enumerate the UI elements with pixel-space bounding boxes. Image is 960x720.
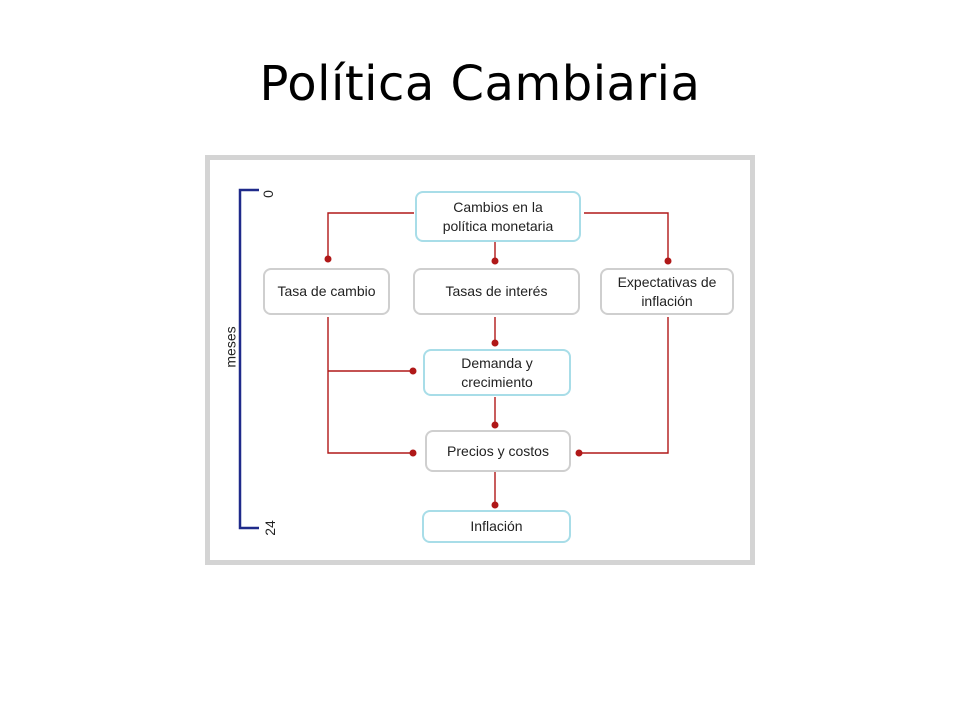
timeline-start-label: 0 [259, 190, 276, 198]
timeline-unit-label: meses [222, 326, 239, 368]
node-interest-rates: Tasas de interés [413, 268, 580, 315]
node-monetary-policy: Cambios en la política monetaria [415, 191, 581, 242]
node-prices-costs-label: Precios y costos [447, 442, 549, 459]
arrow-dot [324, 255, 332, 263]
arrow-dot [491, 257, 499, 265]
node-monetary-policy-label: Cambios en la política monetaria [442, 198, 554, 234]
node-interest-rates-label: Tasas de interés [445, 283, 548, 299]
node-inflation-label: Inflación [470, 518, 523, 534]
arrow-dot [491, 421, 499, 429]
arrow-dot [491, 501, 499, 509]
node-prices-costs: Precios y costos [425, 430, 571, 472]
arrow-dot [491, 339, 499, 347]
arrow-dot [409, 367, 417, 375]
arrow-dot [409, 449, 417, 457]
node-inflation-expectations: Expectativas de inflación [600, 268, 734, 315]
arrow-dot [575, 449, 583, 457]
node-inflation: Inflación [422, 510, 571, 543]
connector-expectations-to-prices [580, 317, 669, 454]
node-demand-growth: Demanda y crecimiento [423, 349, 571, 396]
arrow-dot [664, 257, 672, 265]
connector-policy-to-expectations [584, 212, 669, 259]
connector-policy-to-exchange [327, 212, 414, 257]
slide-title: Política Cambiaria [259, 56, 701, 112]
node-exchange-rate: Tasa de cambio [263, 268, 390, 315]
timeline-end-label: 24 [261, 520, 278, 536]
connector-exchange-down [327, 317, 412, 454]
node-exchange-rate-label: Tasa de cambio [277, 283, 376, 299]
node-demand-growth-label: Demanda y crecimiento [461, 354, 533, 390]
node-inflation-expectations-label: Expectativas de inflación [617, 273, 717, 309]
timeline-bracket [238, 188, 259, 530]
